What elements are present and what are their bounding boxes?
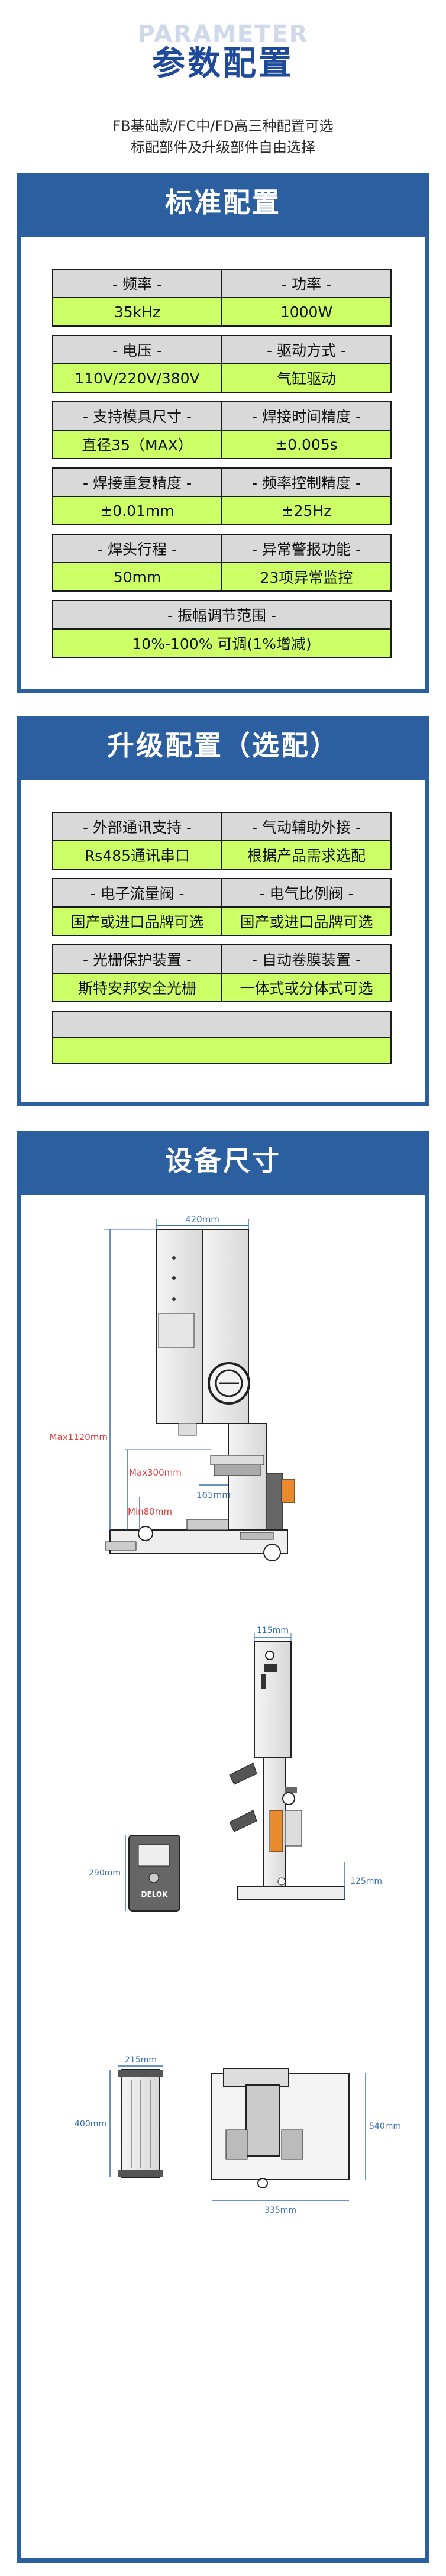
spec-value: 根据产品需求选配 bbox=[222, 841, 390, 869]
spec-label: - 电压 - bbox=[53, 336, 221, 363]
divider bbox=[53, 840, 390, 841]
spec-label: - 振幅调节范围 - bbox=[53, 601, 390, 628]
spec-value: 国产或进口品牌可选 bbox=[53, 908, 221, 935]
dim-label-base-depth: 540mm bbox=[369, 2122, 401, 2131]
spec-value: 国产或进口品牌可选 bbox=[222, 908, 390, 935]
dim-label-stroke-min: Min80mm bbox=[128, 1506, 172, 1517]
spec-row: - 焊头行程 - - 异常警报功能 - 50mm 23项异常监控 bbox=[52, 534, 392, 592]
spec-label: - 异常警报功能 - bbox=[222, 535, 390, 562]
brand-label: DELOK bbox=[141, 1890, 169, 1899]
dim-label-depth: 165mm bbox=[196, 1490, 231, 1500]
spec-row: - 焊接重复精度 - - 频率控制精度 - ±0.01mm ±25Hz bbox=[52, 467, 392, 525]
divider bbox=[53, 363, 390, 364]
spec-value: 23项异常监控 bbox=[222, 563, 390, 590]
spec-label: - 电气比例阀 - bbox=[222, 879, 390, 906]
standard-config-body: - 频率 - - 功率 - 35kHz 1000W - 电压 - - 驱动方式 … bbox=[21, 237, 425, 689]
spec-value: Rs485通讯串口 bbox=[53, 841, 221, 869]
spec-value: 直径35（MAX） bbox=[53, 431, 221, 458]
header-title-cn: 参数配置 bbox=[152, 44, 294, 83]
page-header: PARAMETER 参数配置 FB基础款/FC中/FD高三种配置可选 标配部件及… bbox=[0, 0, 446, 160]
spec-value: 50mm bbox=[53, 563, 221, 590]
spec-row: - 频率 - - 功率 - 35kHz 1000W bbox=[52, 269, 392, 327]
spec-value: ±0.005s bbox=[222, 431, 390, 458]
standard-config-title: 标准配置 bbox=[165, 186, 281, 218]
spec-value: 一体式或分体式可选 bbox=[222, 974, 390, 1001]
dim-label-width-top: 420mm bbox=[185, 1214, 219, 1225]
spec-label: - 自动卷膜装置 - bbox=[222, 945, 390, 973]
dimension-drawings: 420mm bbox=[50, 1214, 401, 2215]
spec-row: - 电压 - - 驱动方式 - 110V/220V/380V 气缸驱动 bbox=[52, 335, 392, 393]
spec-value: ±0.01mm bbox=[53, 497, 221, 524]
spec-row: - 电子流量阀 - - 电气比例阀 - 国产或进口品牌可选 国产或进口品牌可选 bbox=[52, 878, 392, 936]
empty-row bbox=[52, 1011, 392, 1038]
spec-label: - 气动辅助外接 - bbox=[222, 813, 390, 840]
spec-value: 1000W bbox=[222, 298, 390, 325]
dimensions-drawing-area: 420mm bbox=[21, 1195, 425, 2558]
side-view-drawing: 115mm 125mm bbox=[229, 1626, 382, 1900]
upgrade-config-body: - 外部通讯支持 - - 气动辅助外接 - Rs485通讯串口 根据产品需求选配… bbox=[21, 780, 425, 1102]
dim-label-foot-depth: 400mm bbox=[75, 2119, 106, 2129]
dimensions-section: 设备尺寸 420mm bbox=[17, 1131, 429, 2563]
spec-label: - 电子流量阀 - bbox=[53, 879, 221, 906]
header-subtitle-1: FB基础款/FC中/FD高三种配置可选 bbox=[112, 118, 334, 134]
spec-label: - 驱动方式 - bbox=[222, 336, 390, 363]
empty-row bbox=[52, 1037, 392, 1064]
spec-value: 10%-100% 可调(1%增减) bbox=[53, 630, 390, 657]
spec-label: - 支持模具尺寸 - bbox=[53, 402, 221, 430]
dim-label-stroke-max: Max300mm bbox=[129, 1467, 182, 1478]
front-view-drawing: 420mm bbox=[50, 1214, 295, 1561]
spec-value: ±25Hz bbox=[222, 497, 390, 524]
header-subtitle-2: 标配部件及升级部件自由选择 bbox=[131, 139, 315, 156]
dim-label-height-max: Max1120mm bbox=[50, 1432, 108, 1442]
divider bbox=[53, 430, 390, 431]
top-view-base-drawing: 335mm 540mm bbox=[211, 2068, 401, 2215]
divider bbox=[53, 906, 390, 908]
spec-value: 气缸驱动 bbox=[222, 364, 390, 392]
spec-row: - 外部通讯支持 - - 气动辅助外接 - Rs485通讯串口 根据产品需求选配 bbox=[52, 812, 392, 870]
dim-label-base-width: 335mm bbox=[264, 2206, 296, 2215]
spec-value: 110V/220V/380V bbox=[53, 364, 221, 392]
spec-row-single: - 振幅调节范围 - 10%-100% 可调(1%增减) bbox=[52, 600, 392, 658]
spec-label: - 焊头行程 - bbox=[53, 535, 221, 562]
spec-label: - 功率 - bbox=[222, 270, 390, 297]
divider bbox=[53, 496, 390, 497]
spec-value: 35kHz bbox=[53, 298, 221, 325]
spec-label: - 频率控制精度 - bbox=[222, 469, 390, 496]
spec-label: - 焊接重复精度 - bbox=[53, 469, 221, 496]
spec-row: - 支持模具尺寸 - - 焊接时间精度 - 直径35（MAX） ±0.005s bbox=[52, 401, 392, 459]
spec-label: - 频率 - bbox=[53, 270, 221, 297]
dim-label-foot-width: 215mm bbox=[125, 2055, 157, 2065]
spec-label: - 焊接时间精度 - bbox=[222, 402, 390, 430]
spec-label: - 光栅保护装置 - bbox=[53, 945, 221, 973]
generator-drawing: DELOK 290mm bbox=[89, 1835, 180, 1912]
divider bbox=[53, 297, 390, 298]
dim-label-gen-height: 290mm bbox=[89, 1868, 121, 1878]
standard-config-section: 标准配置 - 频率 - - 功率 - 35kHz 1000W - 电压 - - … bbox=[17, 173, 429, 693]
spec-value: 斯特安邦安全光栅 bbox=[53, 974, 221, 1001]
spec-row: - 光栅保护装置 - - 自动卷膜装置 - 斯特安邦安全光栅 一体式或分体式可选 bbox=[52, 944, 392, 1002]
spec-label: - 外部通讯支持 - bbox=[53, 813, 221, 840]
divider bbox=[53, 973, 390, 974]
upgrade-config-section: 升级配置（选配） - 外部通讯支持 - - 气动辅助外接 - Rs485通讯串口… bbox=[17, 716, 429, 1106]
top-view-foot-drawing: 215mm 400mm bbox=[75, 2055, 163, 2178]
upgrade-config-title: 升级配置（选配） bbox=[107, 729, 339, 761]
dimensions-title: 设备尺寸 bbox=[165, 1145, 281, 1177]
header-title-en: PARAMETER bbox=[137, 21, 309, 48]
dim-label-base-height: 125mm bbox=[350, 1877, 382, 1886]
dim-label-side-width: 115mm bbox=[257, 1626, 289, 1635]
divider bbox=[53, 562, 390, 563]
divider bbox=[53, 628, 390, 630]
